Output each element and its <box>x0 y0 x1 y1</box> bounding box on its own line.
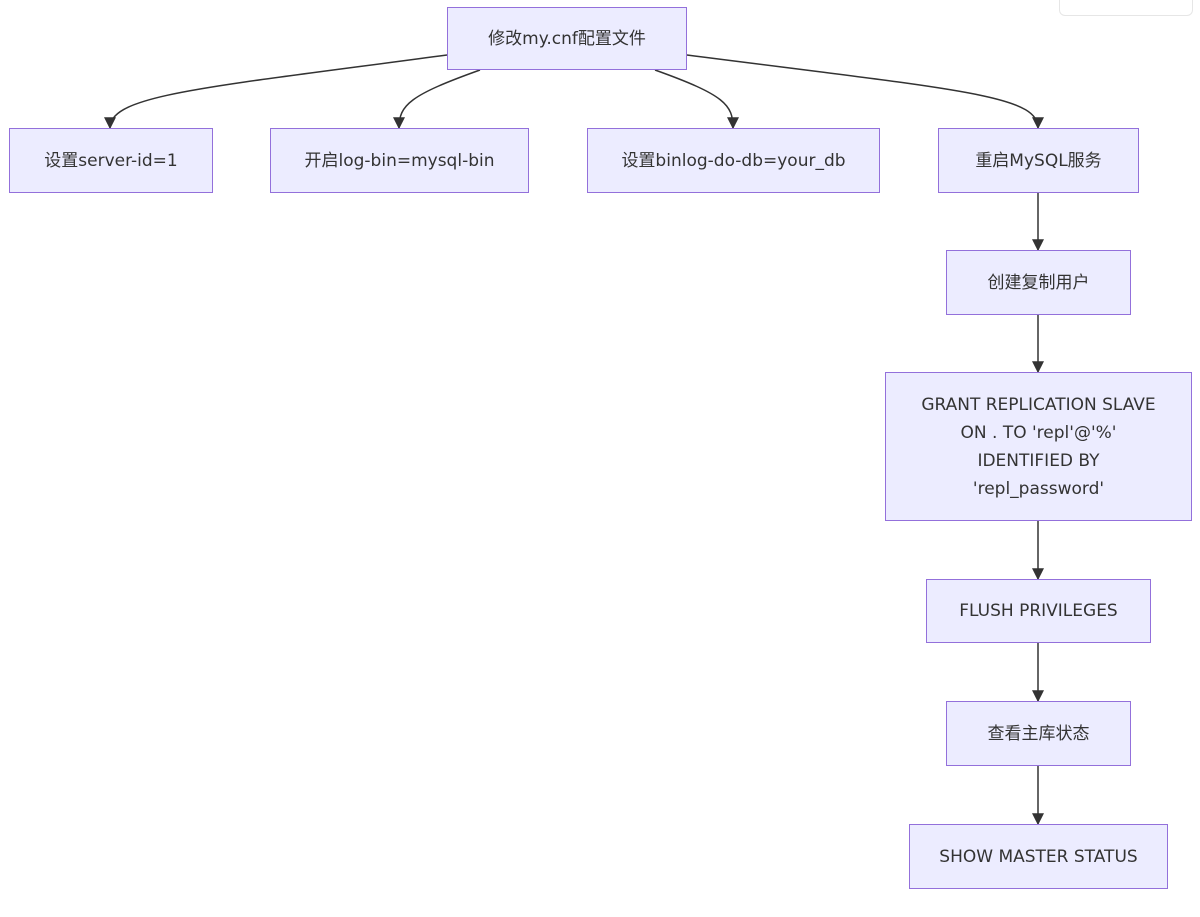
edge-config-to-binlog-do-db <box>654 69 739 130</box>
node-check-status: 查看主库状态 <box>946 701 1131 766</box>
node-restart: 重启MySQL服务 <box>938 128 1139 193</box>
node-grant-line-1: GRANT REPLICATION SLAVE <box>921 394 1156 415</box>
node-binlog-do-db: 设置binlog-do-db=your_db <box>587 128 880 193</box>
edge-config-to-server-id <box>104 54 448 130</box>
node-log-bin: 开启log-bin=mysql-bin <box>270 128 529 193</box>
node-server-id-label: 设置server-id=1 <box>44 150 178 171</box>
node-grant-line-2: ON . TO 'repl'@'%' <box>960 422 1117 443</box>
edge-config-to-restart <box>686 54 1044 130</box>
node-binlog-do-db-label: 设置binlog-do-db=your_db <box>621 150 846 171</box>
node-log-bin-label: 开启log-bin=mysql-bin <box>304 150 495 171</box>
node-grant: GRANT REPLICATION SLAVE ON . TO 'repl'@'… <box>885 372 1192 521</box>
edge-config-to-log-bin <box>393 69 481 130</box>
node-flush-label: FLUSH PRIVILEGES <box>959 601 1118 621</box>
node-check-status-label: 查看主库状态 <box>987 723 1090 744</box>
node-restart-label: 重启MySQL服务 <box>975 150 1102 171</box>
node-edit-config: 修改my.cnf配置文件 <box>447 7 687 70</box>
node-flush: FLUSH PRIVILEGES <box>926 579 1151 643</box>
node-show-status: SHOW MASTER STATUS <box>909 824 1168 889</box>
node-grant-line-4: 'repl_password' <box>972 478 1105 499</box>
node-server-id: 设置server-id=1 <box>9 128 213 193</box>
node-grant-line-3: IDENTIFIED BY <box>977 450 1100 471</box>
node-show-status-label: SHOW MASTER STATUS <box>939 846 1138 867</box>
node-edit-config-label: 修改my.cnf配置文件 <box>488 28 646 49</box>
node-create-user-label: 创建复制用户 <box>987 272 1090 293</box>
corner-panel <box>1059 0 1193 16</box>
node-create-user: 创建复制用户 <box>946 250 1131 315</box>
